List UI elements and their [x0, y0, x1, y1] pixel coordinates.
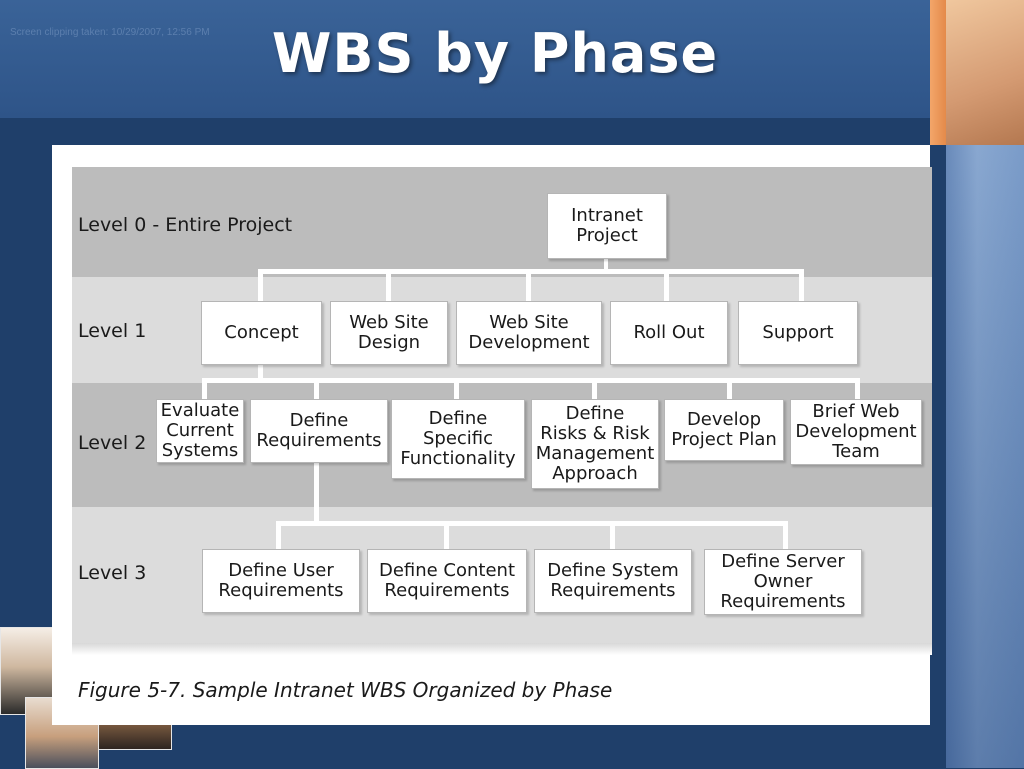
- right-decor-photo: [946, 0, 1024, 145]
- connector-line: [258, 269, 263, 303]
- wbs-node-roll-out: Roll Out: [610, 301, 728, 365]
- connector-line: [604, 259, 608, 273]
- wbs-node-evaluate-current-systems: Evaluate Current Systems: [156, 399, 244, 463]
- level-band: [72, 167, 932, 277]
- connector-line: [592, 378, 597, 402]
- wbs-node-web-site-design: Web Site Design: [330, 301, 448, 365]
- wbs-node-brief-web-development-team: Brief Web Development Team: [790, 399, 922, 465]
- connector-line: [526, 269, 531, 303]
- wbs-node-define-specific-functionality: Define Specific Functionality: [391, 399, 525, 479]
- connector-line: [783, 521, 788, 549]
- wbs-node-intranet-project: Intranet Project: [547, 193, 667, 259]
- connector-line: [610, 521, 615, 549]
- connector-line: [314, 378, 319, 402]
- header-band: [0, 0, 930, 118]
- connector-line: [258, 365, 263, 381]
- connector-line: [276, 521, 281, 549]
- connector-line: [799, 269, 804, 303]
- level-label: Level 2: [78, 432, 147, 454]
- wbs-node-define-user-requirements: Define User Requirements: [202, 549, 360, 613]
- level-label: Level 3: [78, 562, 147, 584]
- wbs-node-concept: Concept: [201, 301, 322, 365]
- connector-line: [202, 378, 860, 383]
- wbs-node-define-content-requirements: Define Content Requirements: [367, 549, 527, 613]
- connector-line: [664, 269, 669, 303]
- connector-line: [454, 378, 459, 402]
- figure-caption: Figure 5-7. Sample Intranet WBS Organize…: [78, 678, 613, 702]
- level-label: Level 0 - Entire Project: [78, 214, 293, 236]
- band-shadow: [72, 643, 932, 655]
- wbs-node-define-requirements: Define Requirements: [250, 399, 388, 463]
- connector-line: [855, 378, 860, 402]
- connector-line: [314, 463, 319, 523]
- wbs-node-define-risks: Define Risks & Risk Management Approach: [531, 399, 659, 489]
- slide-title: WBS by Phase: [271, 22, 719, 85]
- right-decor-shade: [946, 145, 1024, 768]
- connector-line: [727, 378, 732, 402]
- connector-line: [202, 378, 207, 402]
- wbs-node-web-site-development: Web Site Development: [456, 301, 602, 365]
- connector-line: [276, 521, 788, 526]
- wbs-node-define-server-owner-requirements: Define Server Owner Requirements: [704, 549, 862, 615]
- accent-stripe: [930, 0, 946, 145]
- wbs-node-define-system-requirements: Define System Requirements: [534, 549, 692, 613]
- clipping-timestamp: Screen clipping taken: 10/29/2007, 12:56…: [10, 27, 210, 38]
- level-label: Level 1: [78, 320, 147, 342]
- wbs-node-develop-project-plan: Develop Project Plan: [664, 399, 784, 461]
- wbs-node-support: Support: [738, 301, 858, 365]
- connector-line: [444, 521, 449, 549]
- connector-line: [258, 269, 804, 274]
- connector-line: [386, 269, 391, 303]
- wbs-figure: Level 0 - Entire Project Level 1 Level 2…: [52, 145, 932, 725]
